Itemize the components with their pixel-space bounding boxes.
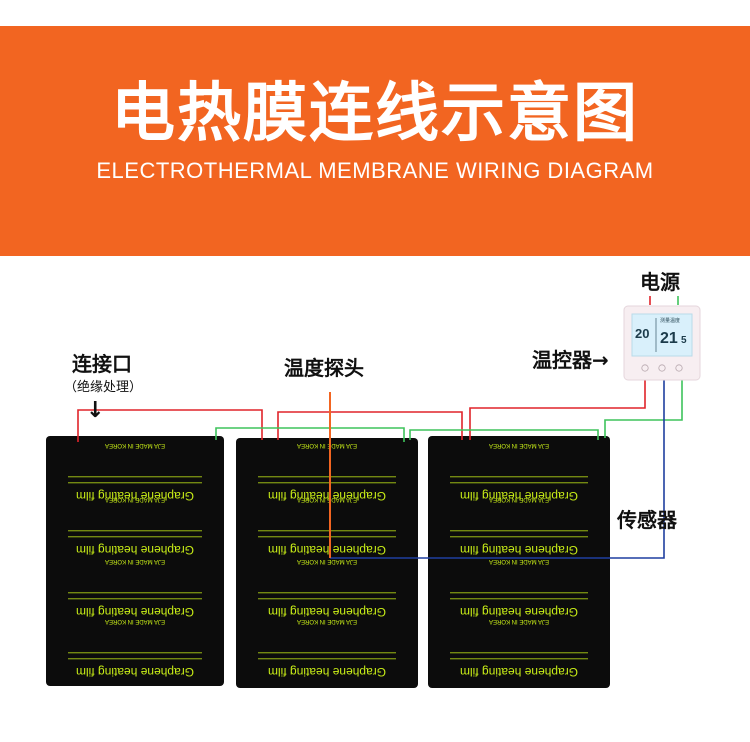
film-fine-print [450,652,588,654]
thermostat-button-2 [658,364,666,372]
film-origin-print: EJA MADE IN KOREA [297,442,357,448]
film-fine-print [450,592,588,594]
power-label: 电源 [640,270,680,294]
film-origin-print: EJA MADE IN KOREA [105,558,165,564]
film-fine-print [450,482,588,484]
film-fine-print [68,530,202,532]
film-fine-print [258,530,396,532]
film-origin-print: EJA MADE IN KOREA [105,618,165,624]
room-temperature-decimal: 5 [681,335,687,346]
sensor-label: 传感器 [617,508,677,532]
film-fine-print [258,598,396,600]
connector-note: （绝缘处理） [64,380,143,395]
film-origin-print: EJA MADE IN KOREA [489,558,549,564]
heating-film-panel-2 [236,438,418,688]
film-origin-print: EJA MADE IN KOREA [105,442,165,448]
film-origin-print: EJA MADE IN KOREA [297,496,357,502]
film-product-print: Graphene heating film [76,489,194,503]
film-product-print: Graphene heating film [76,543,194,557]
film-fine-print [258,476,396,478]
film-fine-print [450,476,588,478]
live-wire [77,296,651,442]
film-product-print: Graphene heating film [268,489,386,503]
film-product-print: Graphene heating film [460,543,578,557]
film-origin-print: EJA MADE IN KOREA [297,558,357,564]
film-origin-print: EJA MADE IN KOREA [489,618,549,624]
film-product-print: Graphene heating film [460,605,578,619]
connector-label: 连接口 [72,352,132,376]
film-fine-print [68,482,202,484]
heating-film-panel-3 [428,436,610,688]
film-fine-print [68,658,202,660]
film-fine-print [450,598,588,600]
arrow-right-icon: → [592,348,609,372]
set-temperature-display: 20 [635,326,649,341]
thermostat-label: 温控器→ [532,348,609,372]
film-fine-print [68,476,202,478]
film-fine-print [258,652,396,654]
neutral-wire [215,296,683,442]
heating-film-panel-1 [46,436,224,686]
title-banner [0,26,750,256]
film-origin-print: EJA MADE IN KOREA [297,618,357,624]
film-fine-print [450,658,588,660]
arrow-down-icon: ↓ [86,398,105,423]
film-origin-print: EJA MADE IN KOREA [489,496,549,502]
film-product-print: Graphene heating film [76,605,194,619]
page-subtitle: ELECTROTHERMAL MEMBRANE WIRING DIAGRAM [96,158,654,183]
film-origin-print: EJA MADE IN KOREA [489,442,549,448]
thermostat-button-3 [675,364,683,372]
thermostat-button-1 [641,364,649,372]
film-fine-print [68,598,202,600]
film-product-print: Graphene heating film [268,605,386,619]
film-fine-print [68,536,202,538]
film-fine-print [258,536,396,538]
sensor-wire [330,372,665,559]
room-temperature-display: 21 [660,330,678,347]
film-fine-print [68,652,202,654]
film-fine-print [258,482,396,484]
film-fine-print [450,530,588,532]
film-product-print: Graphene heating film [460,489,578,503]
temperature-probe-label: 温度探头 [284,356,364,380]
thermostat-device: 测量温度 20 21 5 [623,305,701,381]
film-product-print: Graphene heating film [268,543,386,557]
film-fine-print [258,658,396,660]
film-origin-print: EJA MADE IN KOREA [105,496,165,502]
film-product-print: Graphene heating film [76,665,194,679]
film-fine-print [258,592,396,594]
film-fine-print [450,536,588,538]
film-fine-print [68,592,202,594]
film-product-print: Graphene heating film [268,665,386,679]
film-product-print: Graphene heating film [460,665,578,679]
page-title: 电热膜连线示意图 [111,77,639,151]
thermostat-caption: 测量温度 [660,317,680,324]
